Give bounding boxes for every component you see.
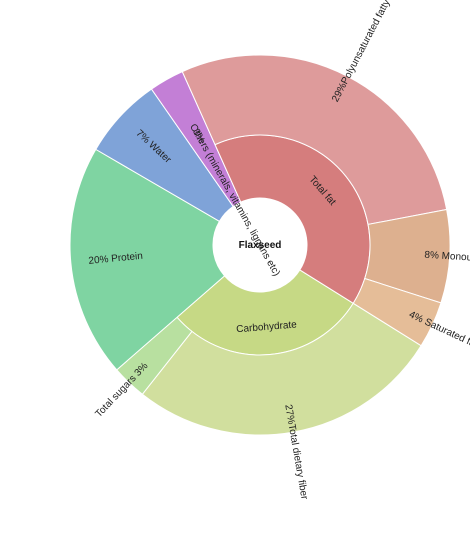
slice-total-dietary-fiber — [141, 302, 422, 436]
slice-protein — [69, 148, 226, 371]
label-protein: 20% Protein — [88, 251, 143, 267]
chart-slices — [69, 54, 451, 436]
label-total-sugars: Total sugars — [93, 373, 138, 420]
center-label: Flaxseed — [239, 240, 282, 251]
label-saturated-fatty-acids: Saturated fatty acids — [423, 317, 470, 365]
label-polyunsaturated-fatty-acids: Polyunsaturated fatty acids — [339, 0, 404, 86]
slice-polyunsaturated-fatty-acids — [181, 54, 448, 226]
label-carbohydrate: Carbohydrate — [236, 319, 298, 335]
label-total-dietary-fiber: Total dietary fiber — [286, 423, 310, 501]
value-total-dietary-fiber: 27% — [282, 404, 296, 426]
value-monounsaturated-fatty-acids: 8% — [424, 250, 439, 262]
slice-saturated-fatty-acids — [352, 277, 442, 347]
